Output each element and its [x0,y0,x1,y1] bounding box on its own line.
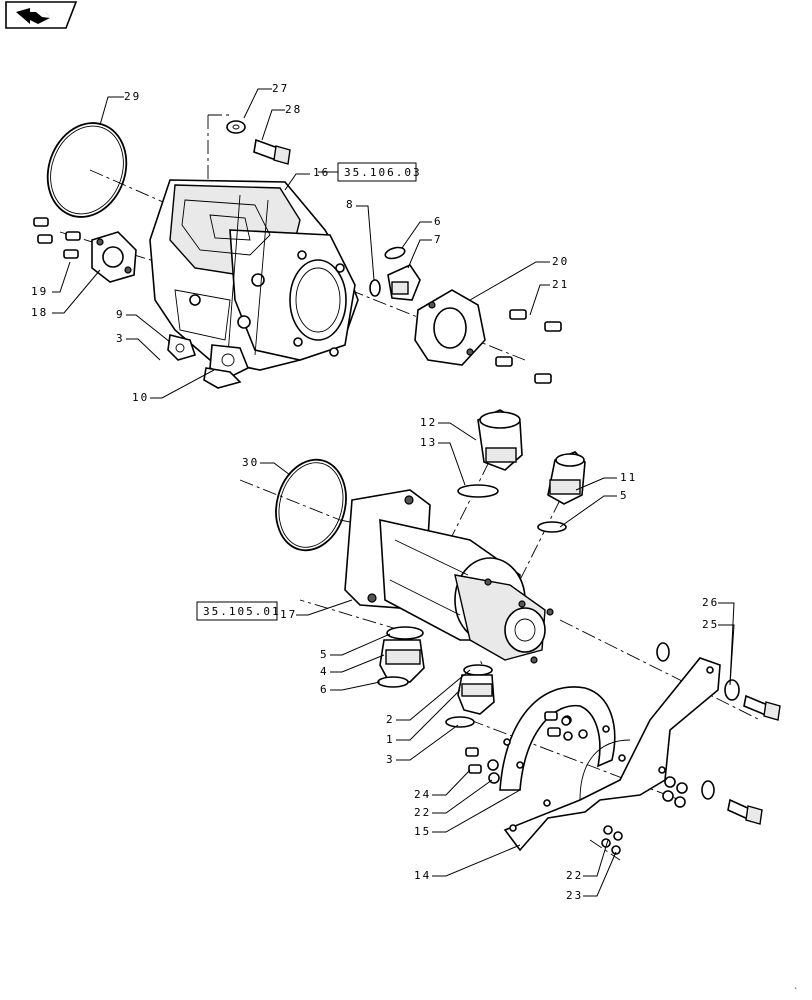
label-16: 16 [313,166,330,179]
bolts-24[interactable] [465,711,561,774]
label-22-lower: 22 [566,869,583,882]
flange-18[interactable] [91,231,137,283]
leader-lines [52,88,735,897]
bolts-21[interactable] [495,309,562,384]
label-19: 19 [31,285,48,298]
bracket-14[interactable] [503,657,721,852]
corner-mark: ` [794,986,798,996]
flange-20[interactable] [414,289,486,366]
label-27: 27 [272,82,289,95]
o-ring-8[interactable] [369,279,381,297]
label-10: 10 [132,391,149,404]
label-15: 15 [414,825,431,838]
nuts-right[interactable] [662,776,688,808]
label-12: 12 [420,416,437,429]
bolt-right-bottom[interactable] [727,798,763,825]
reference-top-text: 35.106.03 [344,166,422,179]
reference-box-top[interactable]: 35.106.03 [337,162,422,182]
back-arrow-button[interactable] [5,1,78,29]
seal-13[interactable] [457,484,499,498]
label-8: 8 [346,198,355,211]
bracket-15[interactable] [499,686,616,791]
label-21: 21 [552,278,569,291]
label-6-upper: 6 [434,215,443,228]
label-28: 28 [285,103,302,116]
fitting-11[interactable] [547,451,586,505]
seal-6-upper[interactable] [384,246,406,261]
washer-25[interactable] [724,679,740,701]
fitting-1[interactable] [457,664,495,715]
bolt-28[interactable] [253,138,291,165]
washer-27[interactable] [226,120,246,134]
seal-6-lower[interactable] [377,676,409,688]
label-6-lower: 6 [320,683,329,696]
reference-box-bottom[interactable]: 35.105.01 [196,601,281,621]
label-3-lower: 3 [386,753,395,766]
o-ring-29[interactable] [35,112,139,228]
hydraulic-motor-17[interactable] [344,489,554,664]
label-2: 2 [386,713,395,726]
bolt-26[interactable] [743,694,781,721]
seal-5-upper[interactable] [537,521,567,533]
label-14: 14 [414,869,431,882]
label-4: 4 [320,665,329,678]
bolts-19[interactable] [33,217,81,259]
label-13: 13 [420,436,437,449]
fitting-12[interactable] [477,409,523,471]
fitting-7[interactable] [387,263,421,301]
label-1: 1 [386,733,395,746]
label-5-upper: 5 [620,489,629,502]
seal-3-lower[interactable] [445,716,475,728]
label-22-upper: 22 [414,806,431,819]
label-5-lower: 5 [320,648,329,661]
label-7: 7 [434,233,443,246]
nuts-22-upper[interactable] [487,716,573,784]
label-20: 20 [552,255,569,268]
label-29: 29 [124,90,141,103]
part-labels: 29 27 28 16 8 6 7 20 21 19 18 9 3 10 12 … [31,82,719,902]
label-24: 24 [414,788,431,801]
label-26: 26 [702,596,719,609]
fitting-4[interactable] [379,626,425,683]
washer-right-top[interactable] [656,642,670,662]
label-30: 30 [242,456,259,469]
back-arrow-icon [16,8,50,24]
reference-bottom-text: 35.105.01 [203,605,281,618]
connector-9[interactable] [167,334,197,361]
label-9: 9 [116,308,125,321]
o-ring-30[interactable] [266,452,355,558]
label-25: 25 [702,618,719,631]
label-23: 23 [566,889,583,902]
label-18: 18 [31,306,48,319]
hydraulic-pump-16[interactable] [149,179,359,371]
label-11: 11 [620,471,637,484]
sensor-10[interactable] [203,344,250,389]
label-17: 17 [280,608,297,621]
label-3-upper: 3 [116,332,125,345]
washer-right-bottom[interactable] [701,780,715,800]
